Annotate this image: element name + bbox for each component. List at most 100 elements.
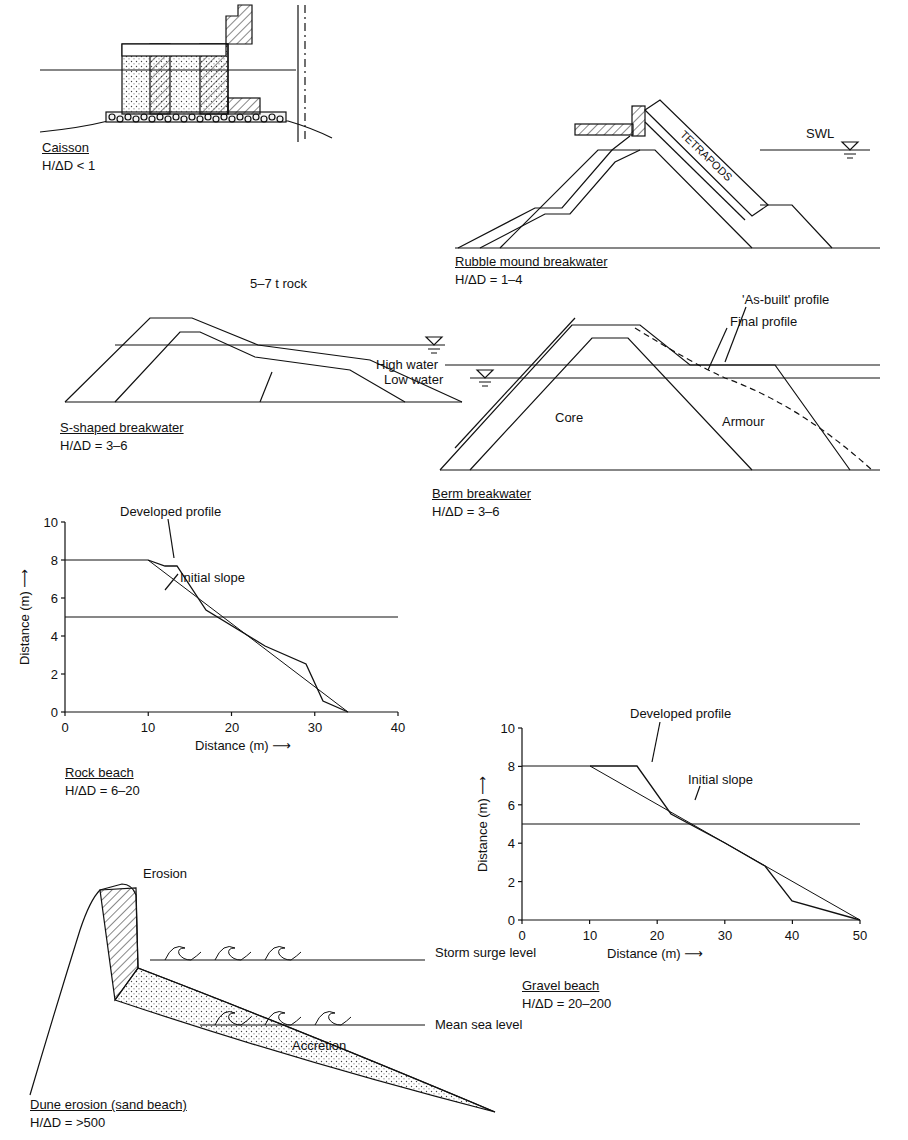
label: 50	[853, 928, 867, 943]
stroke	[314, 712, 315, 716]
label: Mean sea level	[435, 1017, 522, 1032]
s-shaped-drawing	[65, 318, 462, 402]
label: 2	[508, 875, 515, 890]
label: 0	[61, 720, 68, 735]
rock-beach-chart	[61, 519, 398, 716]
stroke	[265, 1012, 301, 1026]
label: Core	[555, 410, 583, 425]
label: 6	[508, 798, 515, 813]
label: SWL	[806, 126, 834, 141]
caisson-drawing	[40, 5, 332, 142]
stroke	[315, 1012, 351, 1026]
rubble-stone	[189, 114, 195, 120]
rubble-stone	[117, 116, 123, 122]
label: Initial slope	[688, 772, 753, 787]
label: Armour	[722, 414, 765, 429]
berm-drawing	[440, 307, 880, 470]
rubble-stone	[197, 116, 203, 122]
label: 6	[51, 591, 58, 606]
structure-name: S-shaped breakwater	[60, 420, 184, 435]
label: 20	[650, 928, 664, 943]
label: 4	[51, 629, 58, 644]
label: Distance (m) ⟶	[17, 569, 32, 665]
rubble-stone	[261, 116, 267, 122]
stroke	[61, 597, 65, 598]
rubble-stone	[109, 114, 115, 120]
stroke	[521, 920, 522, 924]
label: 40	[785, 928, 799, 943]
rubble-stone	[253, 114, 259, 120]
structure-name: Dune erosion (sand beach)	[30, 1097, 187, 1112]
label: High water	[376, 357, 438, 372]
label: 20	[225, 720, 239, 735]
label: Distance (m) ⟶	[607, 946, 703, 961]
structure-name: Caisson	[42, 140, 89, 155]
stroke	[397, 712, 398, 716]
rubble-stone	[245, 116, 251, 122]
stroke	[61, 521, 65, 522]
gravel-beach-chart	[518, 722, 860, 924]
label: Accretion	[292, 1038, 346, 1053]
rubble-stone	[173, 114, 179, 120]
label: 10	[501, 721, 515, 736]
rubble-stone	[221, 114, 227, 120]
label: 0	[518, 928, 525, 943]
label: Developed profile	[120, 504, 221, 519]
label: 4	[508, 836, 515, 851]
dune-drawing	[30, 884, 495, 1112]
rubble-stone	[133, 116, 139, 122]
structure-name: Rubble mound breakwater	[455, 254, 607, 269]
stroke	[61, 559, 65, 560]
label: H/ΔD = 6–20	[65, 783, 140, 798]
structure-name: Rock beach	[65, 765, 134, 780]
stroke	[518, 804, 522, 805]
label: 10	[44, 515, 58, 530]
label: H/ΔD < 1	[42, 158, 95, 173]
stroke	[64, 712, 65, 716]
rubble-stone	[229, 116, 235, 122]
label: H/ΔD = 20–200	[522, 996, 611, 1011]
rubble-stone	[205, 114, 211, 120]
rubble-stone	[237, 114, 243, 120]
stroke	[518, 843, 522, 844]
label: 2	[51, 667, 58, 682]
stroke	[859, 920, 860, 924]
rubble-stone	[213, 116, 219, 122]
label: 8	[508, 759, 515, 774]
rubble-mound-drawing	[455, 100, 880, 248]
label: Distance (m) ⟶	[195, 738, 291, 753]
label: 'As-built' profile	[742, 292, 829, 307]
rubble-stone	[157, 114, 163, 120]
label: 5–7 t rock	[250, 276, 307, 291]
label: 30	[308, 720, 322, 735]
stroke	[148, 712, 149, 716]
structure-name: Berm breakwater	[432, 486, 531, 501]
rubble-stone	[277, 116, 283, 122]
structure-name: Gravel beach	[522, 978, 599, 993]
stroke	[589, 920, 590, 924]
label: Erosion	[143, 866, 187, 881]
rubble-stone	[269, 114, 275, 120]
label: 30	[718, 928, 732, 943]
label: TETRAPODS	[677, 127, 736, 184]
label: H/ΔD = 3–6	[60, 438, 128, 453]
label: 10	[583, 928, 597, 943]
label: H/ΔD = 1–4	[455, 272, 523, 287]
label: Low water	[384, 372, 443, 387]
stroke	[518, 727, 522, 728]
stroke	[61, 673, 65, 674]
stroke	[518, 881, 522, 882]
stroke	[215, 947, 251, 961]
label: Developed profile	[630, 706, 731, 721]
rubble-stone	[125, 114, 131, 120]
stroke	[657, 920, 658, 924]
label: H/ΔD = >500	[30, 1115, 105, 1130]
label: 0	[508, 913, 515, 928]
stroke	[265, 947, 301, 961]
label: Distance (m) ⟶	[475, 776, 490, 872]
stroke	[215, 1012, 251, 1026]
label: Final profile	[730, 314, 797, 329]
label: H/ΔD = 3–6	[432, 504, 500, 519]
label: Storm surge level	[435, 945, 536, 960]
